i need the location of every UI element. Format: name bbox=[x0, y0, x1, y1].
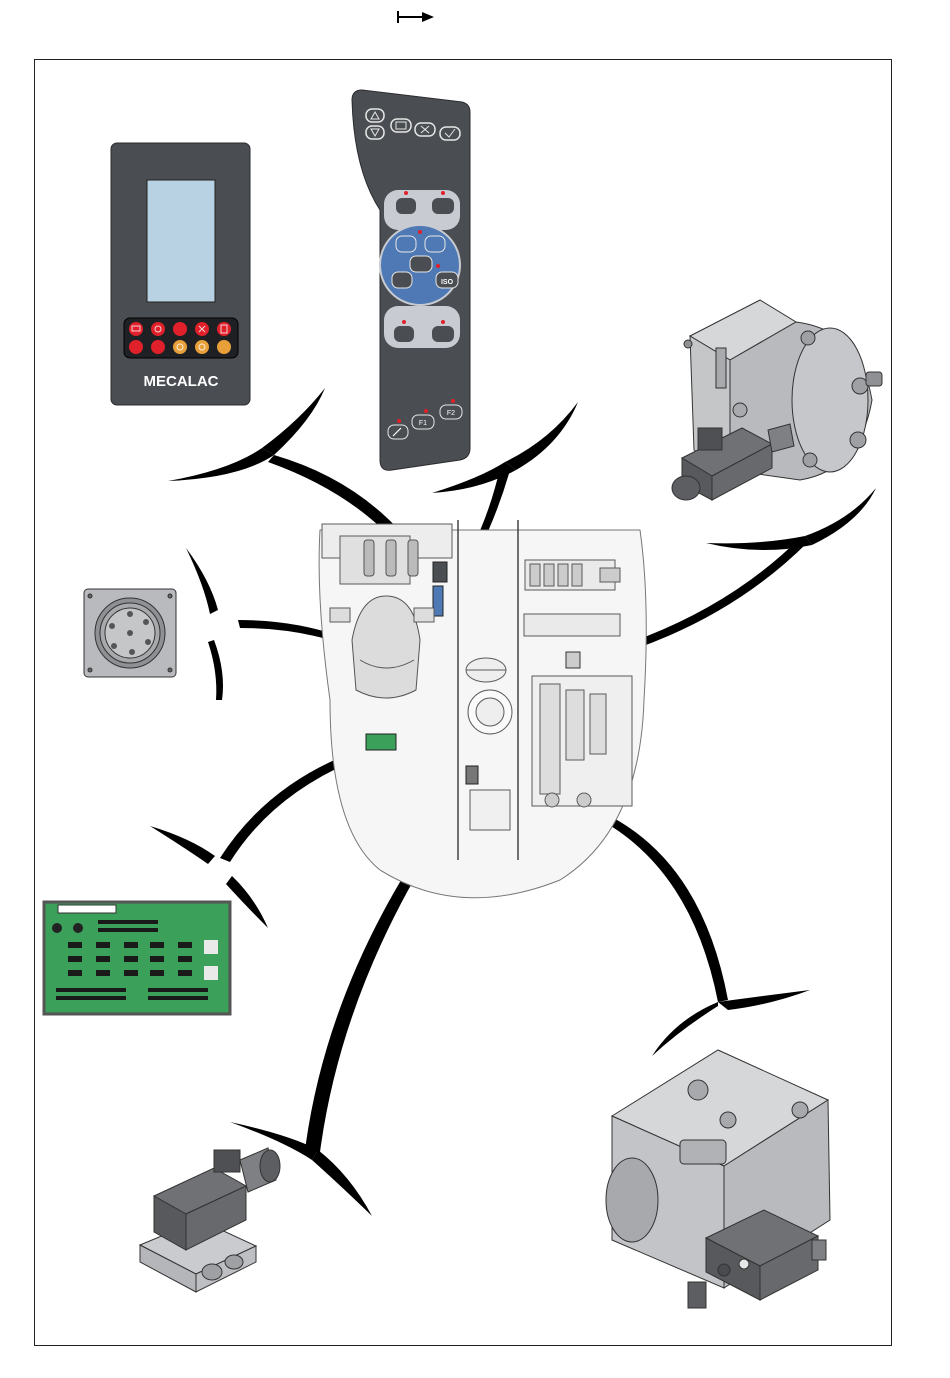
valve-bank bbox=[525, 560, 620, 590]
callout-keypad-2 bbox=[505, 402, 578, 470]
mode-key-b bbox=[425, 236, 445, 252]
callout-pump-3 bbox=[652, 1002, 718, 1056]
callout-valve-2 bbox=[312, 1150, 372, 1216]
cab-pcb-location bbox=[366, 734, 396, 750]
display-screen bbox=[147, 180, 215, 302]
callout-motor-2 bbox=[805, 488, 876, 545]
up-arrow-button bbox=[366, 109, 384, 122]
confirm-button bbox=[440, 127, 460, 140]
callout-pcb-2 bbox=[226, 876, 268, 928]
hydraulic-pump bbox=[606, 1050, 830, 1308]
f1-key-label: F1 bbox=[419, 420, 427, 427]
function-key-1 bbox=[396, 198, 416, 214]
cab-motor-location bbox=[566, 652, 580, 668]
callout-connector bbox=[186, 548, 218, 614]
cab-valve-location bbox=[466, 766, 478, 784]
function-key-4 bbox=[432, 326, 454, 342]
solenoid-valve bbox=[140, 1148, 280, 1292]
mode-key-center bbox=[410, 256, 432, 272]
cab-keypad-location bbox=[433, 562, 447, 582]
callout-connector-2 bbox=[208, 640, 223, 700]
wrench-key bbox=[388, 425, 408, 439]
callout-display bbox=[168, 448, 274, 481]
callout-pcb bbox=[150, 826, 215, 864]
callout-pump-2 bbox=[718, 990, 810, 1010]
control-keypad: ISO F2 F1 bbox=[352, 90, 470, 470]
mode-key-a bbox=[396, 236, 416, 252]
control-pcb bbox=[44, 902, 230, 1014]
callout-display-2 bbox=[262, 388, 325, 455]
control-pedals bbox=[364, 540, 418, 576]
brand-logo: MECALAC bbox=[144, 373, 219, 390]
hydraulic-motor bbox=[672, 300, 882, 500]
operator-seat bbox=[352, 596, 420, 698]
mode-key-left bbox=[392, 272, 412, 288]
hydraulic-block bbox=[532, 676, 632, 807]
display-unit: MECALAC bbox=[111, 143, 250, 405]
f2-key-label: F2 bbox=[447, 410, 455, 417]
round-connector bbox=[84, 589, 176, 677]
down-arrow-button bbox=[366, 126, 384, 139]
function-key-3 bbox=[394, 326, 414, 342]
menu-button bbox=[391, 119, 411, 132]
function-key-2 bbox=[432, 198, 454, 214]
machine-top-view bbox=[319, 520, 646, 898]
iso-key-label: ISO bbox=[441, 279, 454, 286]
